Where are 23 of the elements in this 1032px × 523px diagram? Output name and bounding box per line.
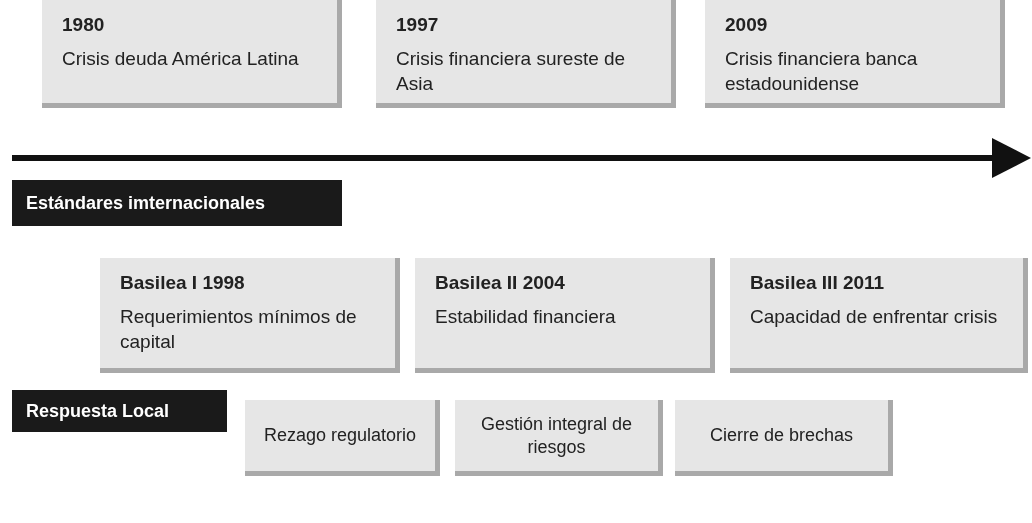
response-box: Gestión integral de riesgos xyxy=(455,400,663,476)
event-card xyxy=(42,0,342,108)
card-heading: Basilea III 2011 xyxy=(750,272,885,294)
response-box: Rezago regulatorio xyxy=(245,400,440,476)
card-description: Crisis financiera sureste de Asia xyxy=(396,47,627,96)
response-box: Cierre de brechas xyxy=(675,400,893,476)
event-card xyxy=(415,258,715,373)
card-heading: Basilea II 2004 xyxy=(435,272,565,294)
card-description: Crisis financiera banca estadounidense xyxy=(725,47,919,96)
card-description: Requerimientos mínimos de capital xyxy=(120,305,358,354)
card-heading: 1980 xyxy=(62,14,105,36)
card-description: Crisis deuda América Latina xyxy=(62,47,300,71)
card-heading: Basilea I 1998 xyxy=(120,272,245,294)
section-header: Estándares imternacionales xyxy=(12,180,342,226)
section-header: Respuesta Local xyxy=(12,390,227,432)
card-heading: 1997 xyxy=(396,14,439,36)
event-card xyxy=(730,258,1028,373)
card-heading: 2009 xyxy=(725,14,768,36)
event-card xyxy=(100,258,400,373)
card-description: Estabilidad financiera xyxy=(435,305,617,329)
card-description: Capacidad de enfrentar crisis xyxy=(750,305,999,329)
event-card xyxy=(376,0,676,108)
event-card xyxy=(705,0,1005,108)
